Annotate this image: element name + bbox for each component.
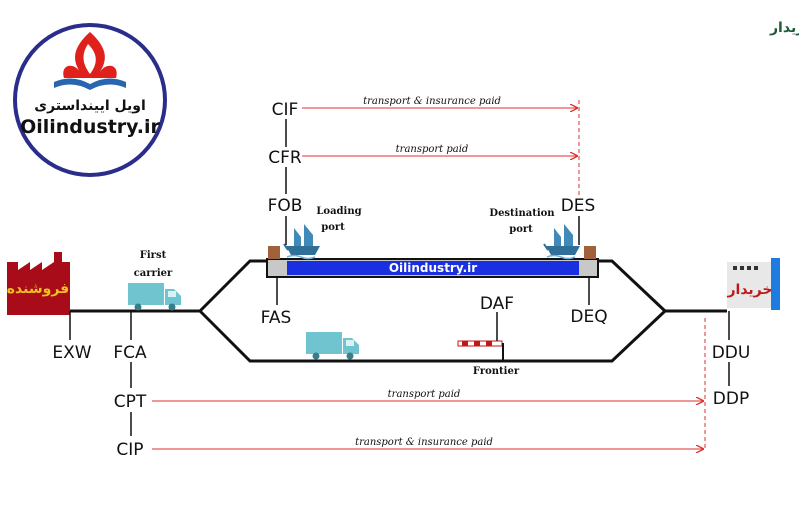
destination-port-line1: Destination bbox=[489, 208, 555, 219]
term-fob: FOB bbox=[268, 196, 303, 216]
seller-factory-icon: فروشنده bbox=[7, 252, 70, 315]
logo-ring bbox=[13, 23, 167, 177]
term-exw: EXW bbox=[52, 343, 91, 363]
upper-route-left bbox=[198, 259, 268, 313]
loading-port-line2: port bbox=[321, 222, 345, 233]
term-fas: FAS bbox=[261, 308, 292, 328]
route-lines bbox=[70, 259, 727, 363]
term-cpt: CPT bbox=[114, 392, 147, 412]
ship-icon-destination bbox=[543, 223, 581, 260]
cif-arrow-label: transport & insurance paid bbox=[363, 96, 501, 107]
loading-cargo-icon bbox=[268, 246, 280, 259]
logo-persian-text: اویل ایینداستری bbox=[34, 98, 146, 114]
term-ticks bbox=[69, 119, 730, 436]
destination-port-line2: port bbox=[509, 224, 533, 235]
term-deq: DEQ bbox=[570, 307, 607, 327]
term-daf: DAF bbox=[480, 294, 514, 314]
sea-route-bar-label: Oilindustry.ir bbox=[389, 261, 477, 275]
book-icon bbox=[54, 78, 126, 90]
ship-icon-loading bbox=[283, 223, 321, 260]
truck-icon-first-carrier bbox=[128, 283, 181, 311]
first-carrier-line1: First bbox=[140, 250, 167, 261]
lower-route bbox=[198, 309, 667, 363]
frontier-barrier-icon bbox=[457, 340, 504, 361]
sea-route-bar: Oilindustry.ir bbox=[266, 258, 599, 278]
page-title: قوانین اینکوترمز: انتقال ریسک از فروشنده… bbox=[769, 20, 799, 36]
payment-arrows bbox=[152, 108, 703, 449]
seller-label: فروشنده bbox=[7, 281, 69, 297]
cpt-arrow-label: transport paid bbox=[388, 389, 461, 400]
first-carrier-line2: carrier bbox=[134, 268, 173, 279]
buyer-label: خریدار bbox=[726, 282, 772, 298]
frontier-label: Frontier bbox=[473, 366, 520, 377]
term-cip: CIP bbox=[116, 440, 143, 460]
term-ddp: DDP bbox=[713, 389, 749, 409]
term-cif: CIF bbox=[272, 100, 299, 120]
cfr-arrow-label: transport paid bbox=[396, 144, 469, 155]
loading-port-line1: Loading bbox=[316, 206, 361, 217]
term-fca: FCA bbox=[113, 343, 147, 363]
upper-route-right bbox=[598, 259, 667, 313]
truck-icon-land-route bbox=[306, 332, 359, 360]
term-cfr: CFR bbox=[268, 148, 302, 168]
logo-english-text: Oilindustry.ir bbox=[20, 116, 160, 138]
logo: اویل ایینداستری Oilindustry.ir bbox=[13, 23, 167, 177]
destination-cargo-icon bbox=[584, 246, 596, 259]
term-ddu: DDU bbox=[712, 343, 751, 363]
cip-arrow-label: transport & insurance paid bbox=[355, 437, 493, 448]
term-des: DES bbox=[561, 196, 596, 216]
buyer-building-icon: خریدار bbox=[726, 258, 780, 310]
